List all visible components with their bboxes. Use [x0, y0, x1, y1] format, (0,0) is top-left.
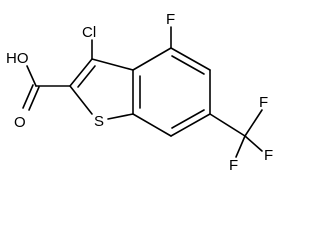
bond-c-oh: [26, 65, 37, 87]
bond-c6-cf3: [209, 113, 246, 137]
bond-c-o-double-b: [22, 84, 34, 109]
atom-label-s: S: [94, 113, 104, 130]
bond-c4-c5: [170, 47, 211, 71]
bond-s-c7a: [107, 113, 134, 120]
bond-c3-c3a: [91, 58, 134, 71]
atom-label-cf3-f-top: F: [259, 94, 268, 111]
bond-cf3-f-top: [244, 109, 263, 137]
atom-label-carbonyl-o: O: [14, 114, 26, 131]
atom-label-ho: HO: [6, 50, 29, 67]
structure-diagram: HO O Cl F S F F F: [6, 11, 273, 171]
bond-c6-c7: [170, 113, 211, 137]
bond-c3a-c4: [132, 47, 172, 71]
bond-c2-c3: [69, 58, 93, 87]
atom-label-cf3-f-right: F: [264, 147, 273, 164]
bond-c-o-double-a: [28, 86, 40, 111]
bond-cf3-f-bottom: [235, 135, 246, 158]
bond-cf3-f-right: [244, 135, 263, 152]
bond-c2-s: [69, 85, 93, 115]
atom-label-cf3-f-bottom: F: [229, 157, 238, 171]
benzothiophene-structure: HO O Cl F S F F F: [6, 11, 273, 171]
bond-c2-c3-double: [77, 65, 96, 88]
bond-c4-c5-double: [171, 55, 205, 75]
bond-c7-c7a: [132, 113, 172, 137]
bond-c6-c7-double: [171, 109, 205, 129]
atom-label-f-ring: F: [166, 11, 175, 28]
atom-label-cl: Cl: [82, 24, 96, 41]
